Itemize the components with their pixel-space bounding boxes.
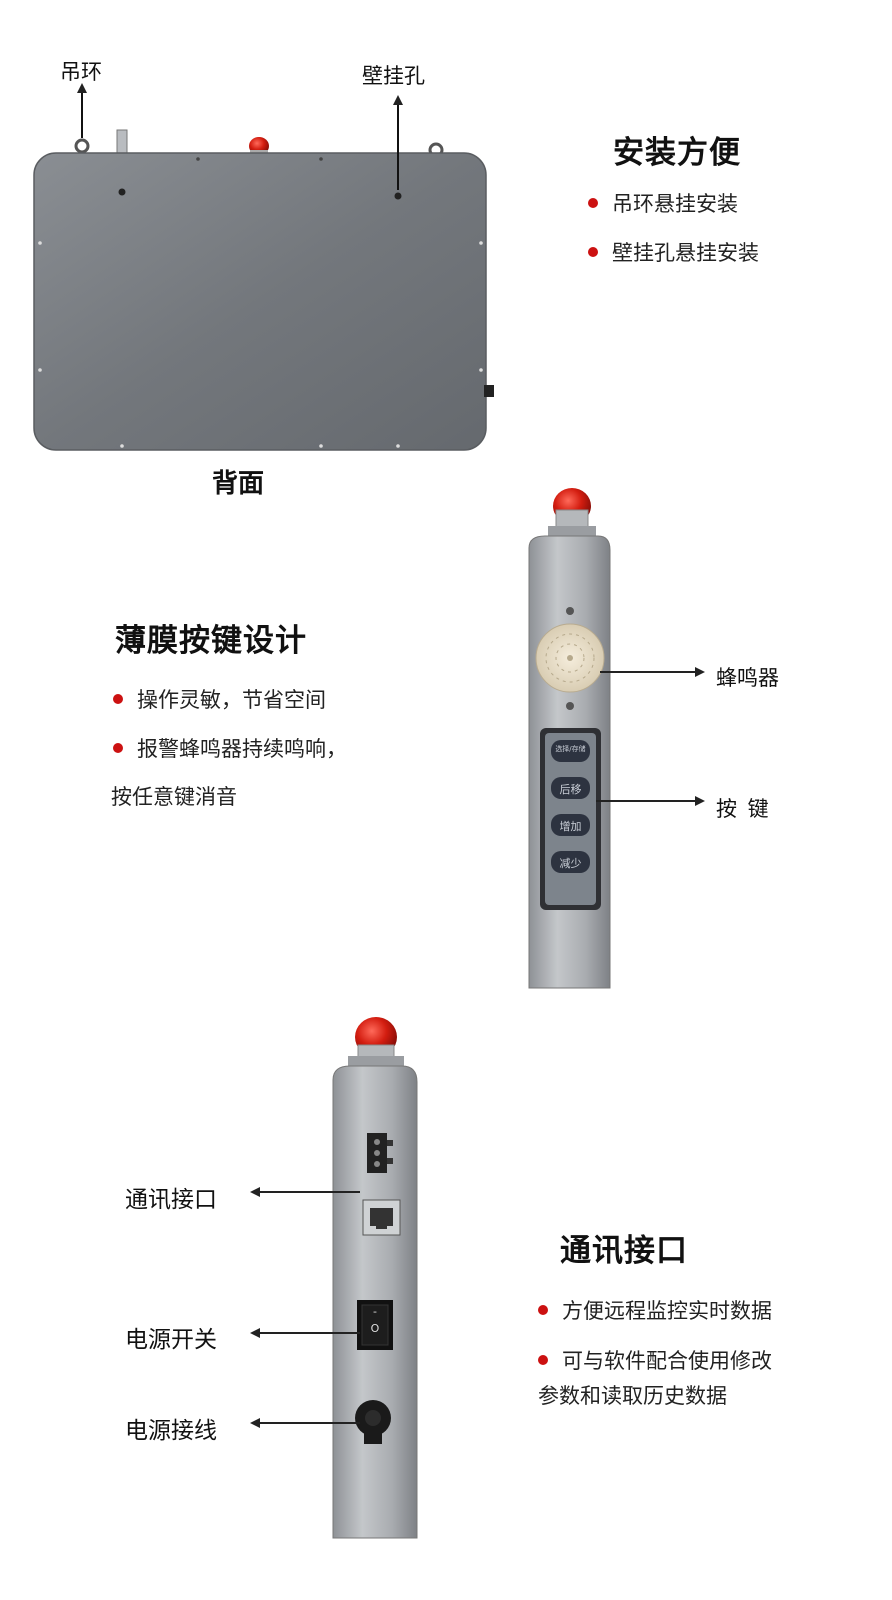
bullet-keys-1: 操作灵敏，节省空间 <box>113 684 326 714</box>
heading-communication: 通讯接口 <box>560 1233 688 1269</box>
side-keys-illustration <box>528 488 705 989</box>
key-select-label: 选择/存储 <box>555 745 586 753</box>
bullet-dot-icon <box>588 198 598 208</box>
label-power-wire: 电源接线 <box>125 1418 217 1444</box>
label-power-switch: 电源开关 <box>125 1327 217 1353</box>
bullet-dot-icon <box>588 247 598 257</box>
label-comm-port: 通讯接口 <box>125 1187 217 1213</box>
bullet-install-2: 壁挂孔悬挂安装 <box>588 237 759 267</box>
switch-off-mark: O <box>370 1322 380 1335</box>
label-buzzer: 蜂鸣器 <box>716 666 779 690</box>
heading-membrane-keys: 薄膜按键设计 <box>115 623 307 659</box>
key-decrease-label: 减少 <box>559 857 582 870</box>
key-back-label: 后移 <box>559 783 582 796</box>
power-plug-icon <box>484 385 494 397</box>
side-ports-illustration <box>250 1017 418 1539</box>
back-panel <box>33 152 487 451</box>
hanging-ring-icon <box>74 138 90 154</box>
bullet-keys-2: 报警蜂鸣器持续鸣响， <box>113 733 347 763</box>
switch-on-mark: - <box>373 1305 377 1318</box>
wall-hole-icon <box>118 188 126 196</box>
bullet-comm-2: 可与软件配合使用修改 <box>538 1345 772 1375</box>
label-hanging-ring: 吊环 <box>60 60 102 84</box>
bullet-dot-icon <box>113 743 123 753</box>
bullet-install-1: 吊环悬挂安装 <box>588 188 738 218</box>
wall-hole-icon <box>394 192 402 200</box>
bullet-dot-icon <box>538 1305 548 1315</box>
bullet-comm-1: 方便远程监控实时数据 <box>538 1295 772 1325</box>
bullet-dot-icon <box>538 1355 548 1365</box>
antenna-icon <box>116 129 128 157</box>
key-increase <box>551 814 590 836</box>
key-decrease <box>551 851 590 873</box>
bullet-dot-icon <box>113 694 123 704</box>
label-keys: 按 键 <box>716 797 771 821</box>
caption-back: 背面 <box>212 469 265 499</box>
back-panel-illustration <box>33 83 494 451</box>
label-wall-hole: 壁挂孔 <box>362 64 425 88</box>
key-select <box>551 740 590 762</box>
heading-installation: 安装方便 <box>613 135 741 171</box>
key-back <box>551 777 590 799</box>
bullet-keys-2-cont: 按任意键消音 <box>111 785 237 809</box>
key-increase-label: 增加 <box>559 820 582 833</box>
bullet-comm-2-cont: 参数和读取历史数据 <box>538 1384 727 1408</box>
